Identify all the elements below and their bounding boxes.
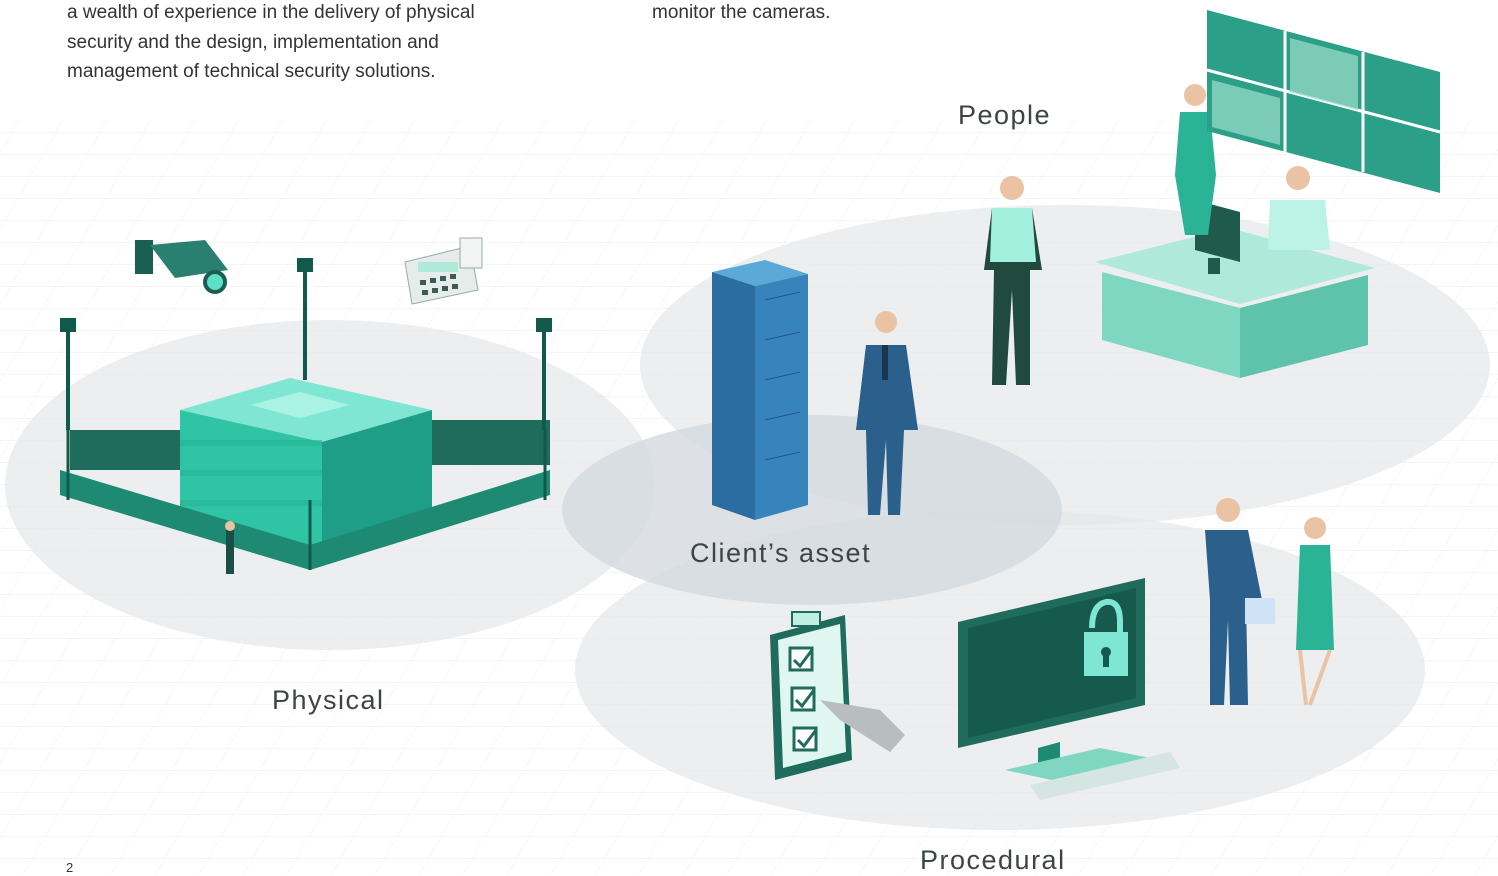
video-wall	[1206, 10, 1441, 193]
client-asset-zone-disc	[562, 415, 1062, 605]
woman-on-phone-figure	[1175, 84, 1216, 235]
intro-line: monitor the cameras.	[652, 2, 831, 23]
people-label: People	[958, 100, 1052, 130]
server-rack-icon	[712, 260, 808, 520]
intro-line: a wealth of experience in the delivery o…	[67, 2, 475, 23]
procedural-label: Procedural	[920, 845, 1066, 875]
handshake-figures	[1205, 498, 1334, 706]
secured-building	[60, 258, 552, 574]
cctv-camera-icon	[135, 240, 228, 294]
client-asset-label: Client’s asset	[690, 538, 872, 568]
operator-figure	[1268, 166, 1330, 250]
security-guard-figure	[984, 176, 1042, 385]
control-desk	[1095, 228, 1375, 378]
physical-label: Physical	[272, 685, 385, 715]
lock-icon	[1084, 598, 1128, 676]
clipboard-checklist-icon	[770, 611, 905, 780]
page-number: 2	[66, 860, 74, 875]
intro-line: security and the design, implementation …	[67, 31, 439, 53]
keypad-icon	[404, 237, 483, 305]
intro-paragraph-left: a wealth of experience in the delivery o…	[67, 0, 587, 87]
intro-paragraph-right: monitor the cameras.	[652, 0, 1072, 28]
intro-line: management of technical security solutio…	[67, 61, 436, 82]
businessman-figure	[856, 311, 918, 515]
